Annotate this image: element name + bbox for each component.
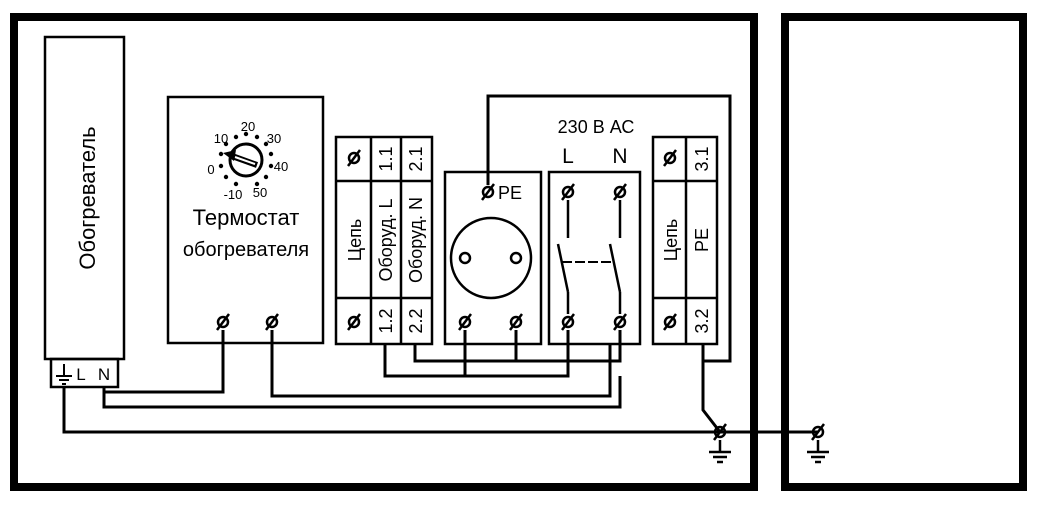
block1-circuit-label: Цепь	[345, 219, 365, 261]
dial-mark-minus-10: -10	[224, 187, 243, 202]
heater-label: Обогреватель	[75, 126, 100, 269]
block1-id-2-2: 2.2	[406, 308, 426, 333]
supply-title: 230 В АС	[558, 117, 635, 137]
socket-left-screw-icon	[457, 312, 473, 332]
thermostat-terminal-1-icon	[215, 312, 231, 332]
socket-pe-label: PE	[498, 183, 522, 203]
supply-switch: 230 В АС L N	[547, 117, 642, 346]
wiring	[62, 94, 818, 434]
ground-main-icon	[707, 438, 733, 464]
ground-adjacent-icon	[805, 438, 831, 464]
terminal-block-3: 3.1 Цепь PE 3.2	[651, 135, 719, 346]
switch-in-l-screw-icon	[560, 182, 576, 202]
block3-id-3-1: 3.1	[692, 146, 712, 171]
dial-mark-0: 0	[207, 162, 214, 177]
socket-pe-screw-icon	[480, 182, 496, 202]
block1-id-1-1: 1.1	[376, 146, 396, 171]
adjacent-enclosure	[781, 13, 1027, 491]
dial-mark-50: 50	[253, 185, 267, 200]
socket-right-screw-icon	[508, 312, 524, 332]
thermostat-title-1: Термостат	[193, 205, 300, 230]
block1-top-screw-icon	[346, 148, 362, 168]
switch-out-n-screw-icon	[612, 312, 628, 332]
block1-equipment-l-label: Оборуд. L	[376, 198, 396, 281]
socket-face	[449, 216, 533, 300]
thermostat-terminal-2-icon	[264, 312, 280, 332]
dial-mark-40: 40	[274, 159, 288, 174]
block3-bottom-screw-icon	[662, 312, 678, 332]
switch-out-l-screw-icon	[560, 312, 576, 332]
block1-id-2-1: 2.1	[406, 146, 426, 171]
heater-terminal-l: L	[76, 365, 85, 384]
supply-l-label: L	[562, 145, 574, 168]
thermostat: 20 10 30 0 40 -10 50 Термостат обогреват…	[166, 95, 325, 345]
block3-pe-label: PE	[692, 228, 712, 252]
heater: Обогреватель L N	[43, 35, 126, 389]
dial-mark-10: 10	[214, 131, 228, 146]
switch-contact-l	[556, 243, 570, 293]
block1-equipment-n-label: Оборуд. N	[406, 197, 426, 283]
heater-terminal-n: N	[98, 365, 110, 384]
block3-top-screw-icon	[662, 148, 678, 168]
block1-id-1-2: 1.2	[376, 308, 396, 333]
block1-bottom-screw-icon	[346, 312, 362, 332]
thermostat-title-2: обогревателя	[183, 239, 309, 261]
switch-contact-n	[608, 243, 622, 293]
heater-terminal-strip	[49, 357, 120, 389]
dial-mark-20: 20	[241, 119, 255, 134]
terminal-block-1-2: 1.1 2.1 Цепь Оборуд. L Оборуд. N 1.2 2.2	[334, 135, 434, 346]
thermostat-dial: 20 10 30 0 40 -10 50	[207, 119, 288, 202]
ground-terminal-adjacent-icon	[810, 422, 826, 442]
main-enclosure	[10, 13, 758, 491]
supply-n-label: N	[612, 145, 627, 168]
socket-outlet: PE	[443, 170, 543, 346]
dial-mark-30: 30	[267, 131, 281, 146]
switch-in-n-screw-icon	[612, 182, 628, 202]
block3-circuit-label: Цепь	[661, 219, 681, 261]
block3-id-3-2: 3.2	[692, 308, 712, 333]
heater-earth-icon	[56, 364, 72, 385]
